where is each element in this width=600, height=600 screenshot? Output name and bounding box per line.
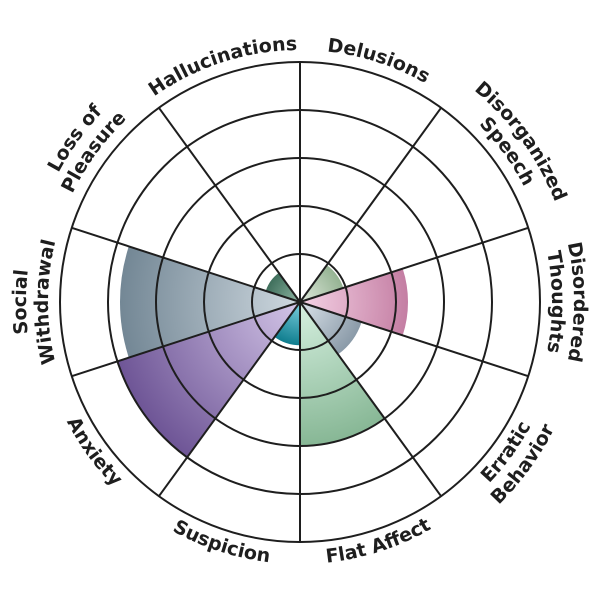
category-label-text: Delusions	[326, 34, 433, 87]
sector-social-withdrawal	[120, 246, 300, 358]
grid-spoke-8	[71, 226, 301, 303]
center-dot	[297, 299, 303, 305]
grid-spoke-4	[299, 301, 442, 497]
category-label-flat-affect: Flat Affect	[324, 514, 434, 568]
sector-disordered-thoughts	[300, 268, 408, 336]
sector-disorganized-speech	[300, 265, 344, 302]
category-label-text: Hallucinations	[145, 33, 298, 101]
sectors-group	[117, 246, 408, 458]
grid-group	[59, 61, 541, 543]
category-label-text: Suspicion	[170, 516, 272, 568]
category-label-text: Flat Affect	[324, 514, 434, 568]
sector-suspicion	[274, 302, 300, 346]
grid-spoke-3	[299, 301, 529, 378]
grid-spoke-2	[299, 226, 529, 303]
sector-erratic-behavior	[300, 302, 362, 355]
category-label-delusions: Delusions	[326, 34, 433, 87]
sector-flat-affect	[300, 302, 385, 446]
category-label-hallucinations: Hallucinations	[145, 33, 298, 101]
category-label-text: Withdrawal	[31, 237, 60, 366]
category-label-suspicion: Suspicion	[170, 516, 272, 568]
sector-anxiety	[117, 302, 300, 458]
grid-spoke-9	[158, 107, 301, 303]
grid-spoke-6	[158, 301, 301, 497]
category-label-text: Thoughts	[542, 249, 569, 355]
category-label-text: Social	[9, 268, 33, 335]
grid-spoke-7	[71, 301, 301, 378]
sector-loss-of-pleasure	[265, 272, 300, 302]
grid-spoke-1	[299, 107, 442, 303]
